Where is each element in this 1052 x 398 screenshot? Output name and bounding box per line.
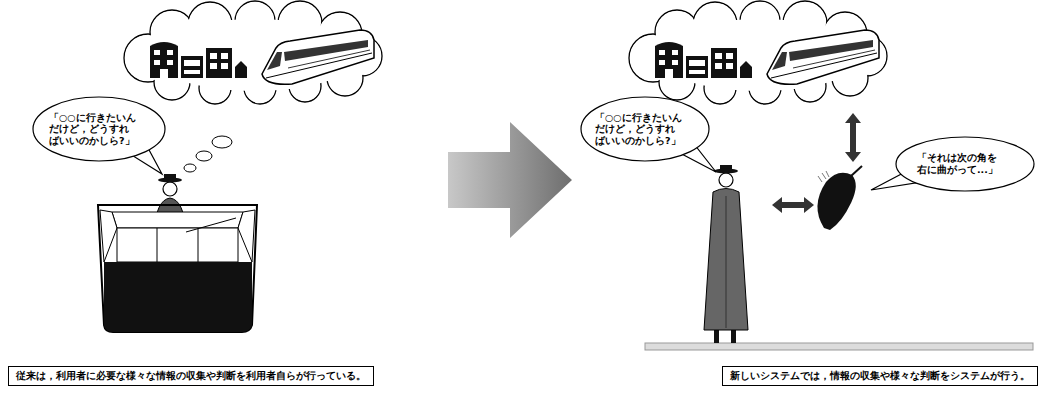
- thought-cloud: [124, 1, 382, 104]
- booth-side: [100, 210, 117, 262]
- booth-panel-line: [157, 228, 158, 262]
- information-arrow: [845, 113, 861, 162]
- thought-oval: [196, 151, 212, 161]
- interaction-arrow: [772, 197, 814, 213]
- vibration-marks: [818, 171, 829, 182]
- coat-seam: [726, 196, 727, 328]
- person-coat: [704, 189, 748, 331]
- booth-side: [238, 210, 255, 262]
- booth-counter: [186, 218, 236, 232]
- ground-bar: [645, 343, 1033, 350]
- information-cloud: [629, 1, 887, 104]
- person-head: [163, 182, 177, 196]
- text-holder: 「○○に行きたいん だけど，どうすれ ばいいのかしら?」: [32, 96, 166, 162]
- device-antenna: [851, 166, 862, 176]
- guide-device: [817, 173, 855, 230]
- caption-box: 従来は，利用者に必要な様々な情報の収集や判断を利用者自らが行っている。: [8, 366, 374, 386]
- caption-text: 新しいシステムでは，情報の収集や様々な判断をシステムが行う。: [730, 370, 1030, 382]
- text-holder: 「それは次の角を 右に曲がって...」: [895, 136, 1035, 192]
- speech-bubble: 「それは次の角を 右に曲がって...」: [895, 136, 1035, 192]
- speech-text: 「それは次の角を 右に曲がって...」: [917, 152, 1013, 175]
- text-holder: 新しいシステムでは，情報の収集や様々な判断をシステムが行う。: [730, 370, 1030, 382]
- text-holder: 従来は，利用者に必要な様々な情報の収集や判断を利用者自らが行っている。: [16, 370, 366, 382]
- speech-text: 「○○に行きたいん だけど，どうすれ ばいいのかしら?」: [49, 112, 149, 147]
- thought-oval: [212, 136, 232, 148]
- speech-bubble: 「○○に行きたいん だけど，どうすれ ばいいのかしら?」: [580, 96, 710, 162]
- person-head: [719, 173, 733, 187]
- caption-text: 従来は，利用者に必要な様々な情報の収集や判断を利用者自らが行っている。: [16, 370, 366, 382]
- thought-oval: [184, 164, 196, 172]
- booth-panel-line: [198, 228, 199, 262]
- person-hat-brim: [714, 169, 738, 174]
- transition-arrow: [448, 122, 572, 238]
- booth-rim: [112, 212, 243, 228]
- person-hat-brim: [158, 178, 182, 183]
- booth-base: [104, 262, 252, 332]
- booth-panel: [117, 228, 238, 262]
- caption-box: 新しいシステムでは，情報の収集や様々な判断をシステムが行う。: [722, 366, 1038, 386]
- speech-bubble: 「○○に行きたいん だけど，どうすれ ばいいのかしら?」: [32, 96, 166, 162]
- booth-outline: [98, 205, 257, 332]
- text-holder: 「○○に行きたいん だけど，どうすれ ばいいのかしら?」: [580, 96, 710, 162]
- speech-bubble-body: [896, 137, 1034, 191]
- speech-text: 「○○に行きたいん だけど，どうすれ ばいいのかしら?」: [595, 112, 695, 147]
- speech-bubble-body: [581, 97, 709, 161]
- speech-bubble-body: [33, 97, 165, 161]
